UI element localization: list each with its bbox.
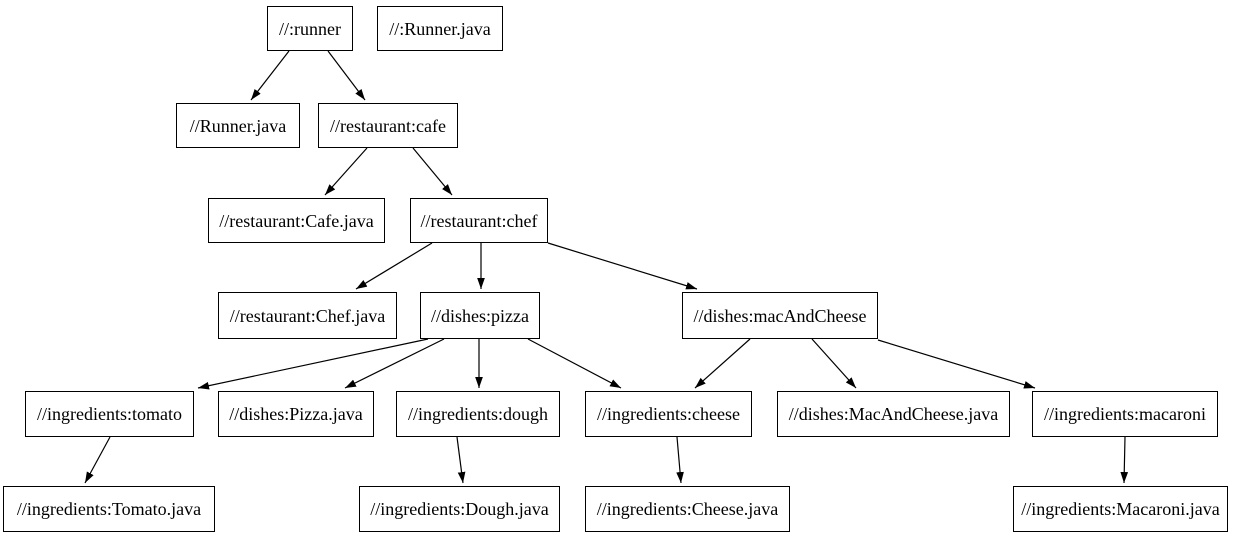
node-runner-java: //Runner.java [176,103,300,148]
node-label: //ingredients:macaroni [1044,404,1206,424]
node-tomato-java: //ingredients:Tomato.java [3,486,215,532]
node-mac-and-cheese: //dishes:macAndCheese [682,292,878,339]
node-cafe: //restaurant:cafe [318,103,458,148]
edge-cheese-to-cheese-java [676,436,684,484]
node-label: //restaurant:Cafe.java [219,210,374,231]
node-label: //dishes:Pizza.java [229,404,363,424]
edge-pizza-to-pizza-java [344,338,445,389]
node-label: //ingredients:Tomato.java [16,499,202,519]
edge-dough-to-dough-java [456,436,466,484]
node-pizza-java: //dishes:Pizza.java [218,391,374,437]
node-pizza: //dishes:pizza [420,292,540,339]
edge-cafe-to-chef [412,147,453,196]
node-label: //restaurant:cafe [330,115,446,136]
node-mac-and-cheese-java: //dishes:MacAndCheese.java [777,391,1010,437]
edge-mac-and-cheese-to-mac-and-cheese-java [811,338,857,389]
node-label: //Runner.java [189,115,287,136]
node-chef: //restaurant:chef [410,198,548,243]
edge-chef-to-chef-java [355,242,433,290]
node-runner-java-src: //:Runner.java [377,6,503,51]
node-cheese: //ingredients:cheese [585,391,752,437]
edge-pizza-to-cheese [527,338,622,389]
node-label: //ingredients:Cheese.java [596,499,779,519]
node-dough-java: //ingredients:Dough.java [359,486,560,532]
node-label: //dishes:pizza [431,305,529,326]
edge-runner-to-runner-java [250,50,290,101]
node-label: //dishes:MacAndCheese.java [788,404,999,424]
node-macaroni: //ingredients:macaroni [1032,391,1218,437]
edge-macaroni-to-macaroni-java [1120,436,1129,484]
edge-cafe-to-cafe-java [324,147,368,196]
node-tomato: //ingredients:tomato [25,391,194,437]
node-label: //ingredients:Dough.java [370,499,549,519]
node-chef-java: //restaurant:Chef.java [218,292,397,339]
node-label: //ingredients:tomato [37,404,182,424]
node-label: //:Runner.java [389,18,491,39]
node-label: //restaurant:chef [420,210,538,231]
node-label: //ingredients:cheese [597,404,740,424]
node-macaroni-java: //ingredients:Macaroni.java [1013,486,1228,532]
node-label: //restaurant:Chef.java [229,305,386,326]
node-cheese-java: //ingredients:Cheese.java [585,486,790,532]
node-label: //ingredients:Macaroni.java [1021,499,1220,519]
node-runner: //:runner [267,6,353,51]
edge-pizza-to-tomato [197,338,429,390]
edge-runner-to-cafe [327,50,366,101]
node-label: //:runner [279,18,341,39]
node-cafe-java: //restaurant:Cafe.java [208,198,385,243]
edge-tomato-to-tomato-java [84,436,111,484]
edge-mac-and-cheese-to-cheese [694,338,751,389]
node-label: //dishes:macAndCheese [693,305,867,326]
node-dough: //ingredients:dough [396,391,560,437]
edge-mac-and-cheese-to-macaroni [877,339,1036,389]
edge-chef-to-mac-and-cheese [547,242,698,290]
node-label: //ingredients:dough [408,404,548,424]
